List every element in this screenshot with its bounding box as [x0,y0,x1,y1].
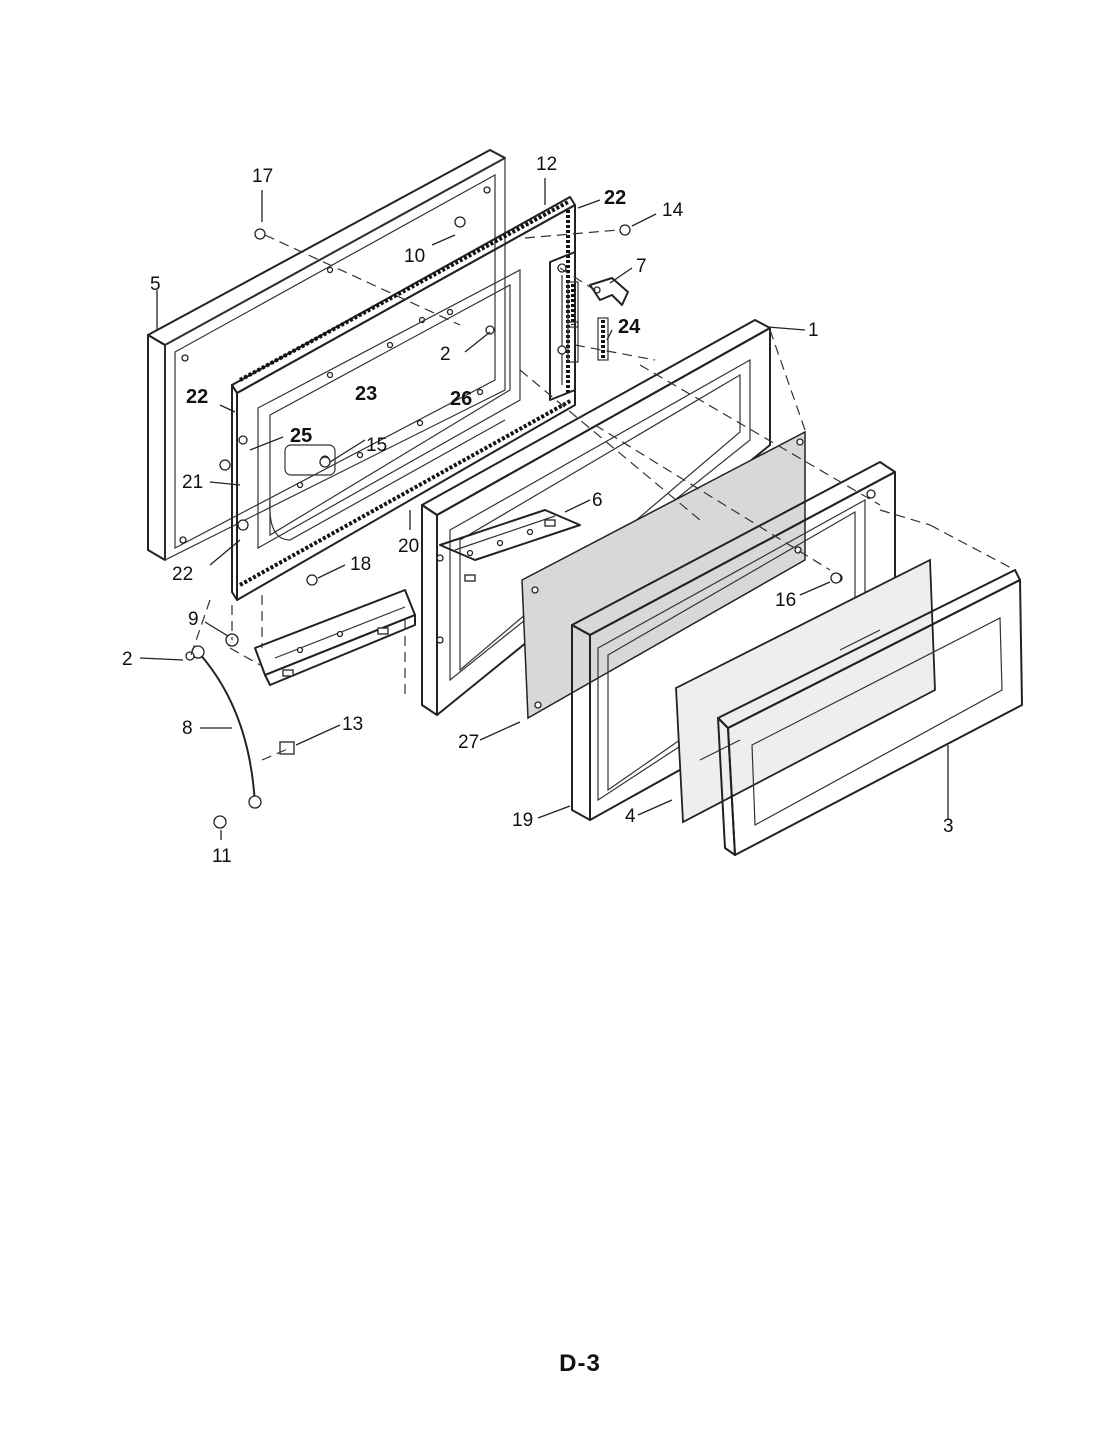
outer-trim-part-3 [717,569,1023,856]
callout-8: 8 [182,718,193,739]
callout-5: 5 [150,274,161,295]
callout-17: 17 [252,166,273,187]
callout-22-top: 22 [604,187,626,209]
callout-9: 9 [188,609,199,630]
callout-20: 20 [398,536,419,557]
callout-13: 13 [342,714,363,735]
callout-19: 19 [512,810,533,831]
callout-2-left: 2 [122,649,133,670]
mesh-screen-part-27 [521,430,806,720]
callout-6: 6 [592,490,603,511]
callout-25: 25 [290,425,312,447]
callout-21: 21 [182,472,203,493]
callout-1: 1 [808,320,819,341]
callout-27: 27 [458,732,479,753]
callout-4: 4 [625,806,636,827]
callout-23: 23 [355,383,377,405]
callout-3: 3 [943,816,954,837]
hinge-bracket-part-6 [439,509,581,582]
callout-7: 7 [636,256,647,277]
callout-10: 10 [404,246,425,267]
callout-2-middle: 2 [440,344,451,365]
lower-hinge-bracket [254,589,416,686]
callout-15: 15 [366,435,387,456]
glass-panel-part-4 [675,558,936,824]
callout-18: 18 [350,554,371,575]
callout-26: 26 [450,388,472,410]
callout-labels: 17 12 22 14 10 7 5 24 1 2 23 26 22 25 15… [122,154,954,867]
callout-14: 14 [662,200,684,221]
assembly-lines [189,229,1016,761]
callout-12: 12 [536,154,557,175]
door-latch-part-7 [589,277,629,306]
callout-22-bottom: 22 [172,564,193,585]
springs-part-24 [567,281,609,363]
callout-24: 24 [618,316,641,338]
callout-16: 16 [775,590,796,611]
hinge-strip-right [549,251,576,401]
callout-11: 11 [212,846,232,867]
page-code: D-3 [559,1350,601,1377]
hinge-arm-part-8 [191,645,262,809]
outer-door-panel-part-5 [147,149,506,561]
leader-lines [139,178,949,840]
callout-22-left: 22 [186,386,208,408]
door-frame-part-1 [421,319,771,716]
